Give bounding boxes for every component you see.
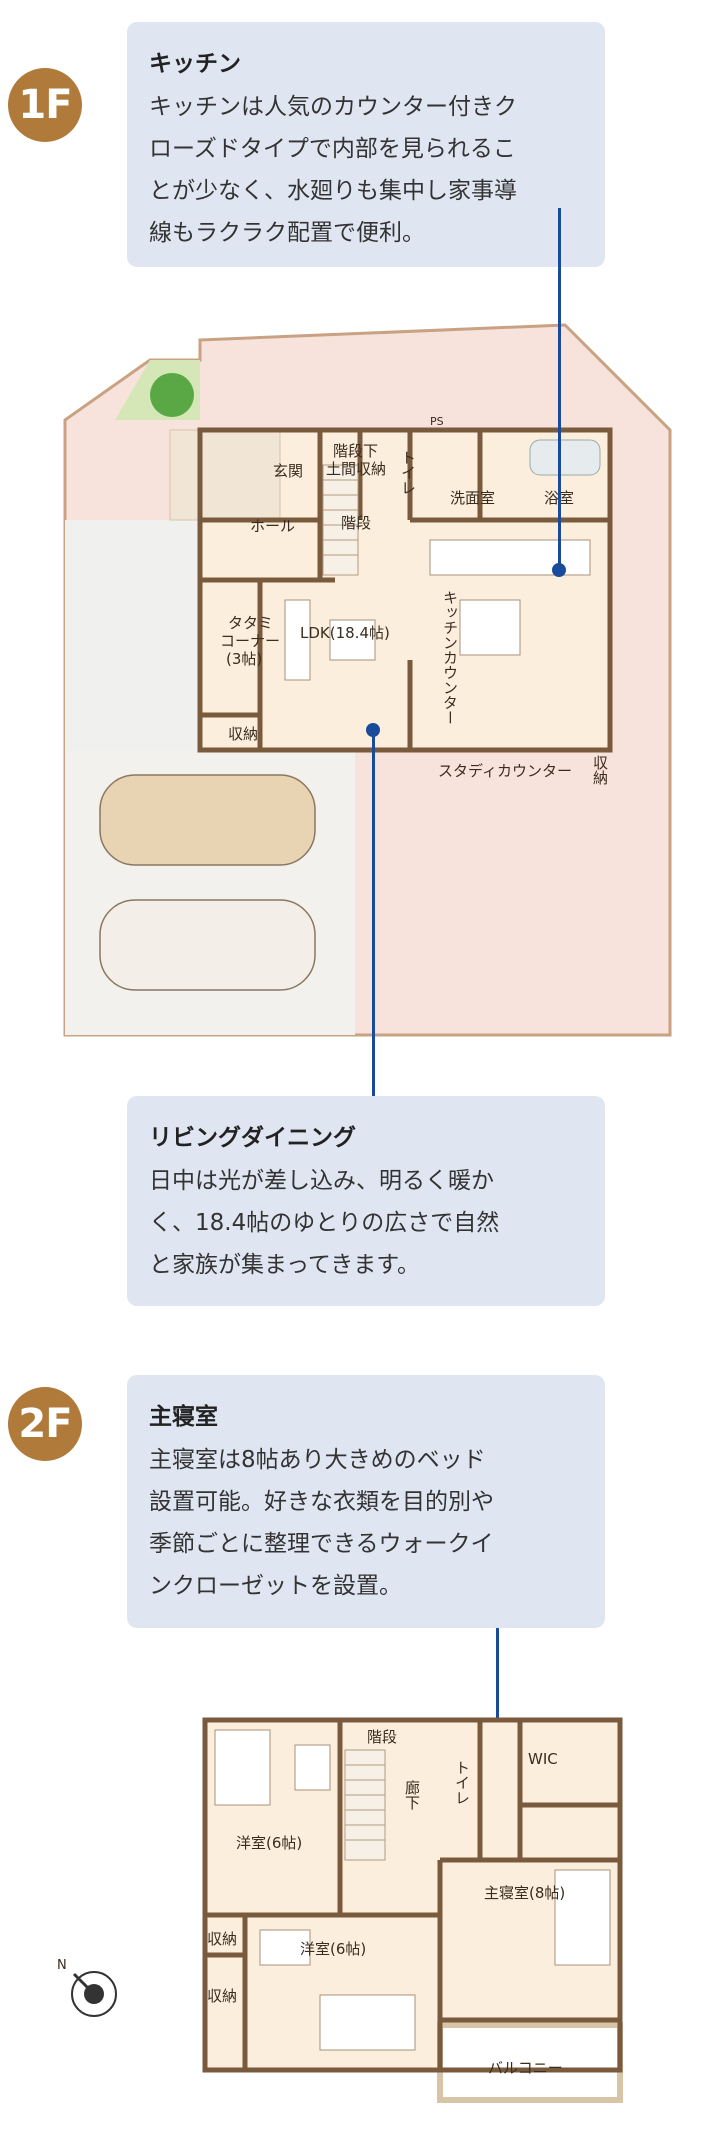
room-label-stairs-2f: 階段 (367, 1728, 398, 1746)
kitchen-callout-line: 線もラクラク配置で便利。 (149, 220, 425, 246)
living-callout-line: と家族が集まってきます。 (149, 1252, 420, 1278)
floor-1-badge: 1F (8, 68, 82, 142)
compass-icon (71, 1971, 117, 2017)
master-callout-line: 設置可能。好きな衣類を目的別や (149, 1489, 494, 1515)
sofa (284, 599, 311, 681)
room-label-tatami: (3帖) (226, 650, 263, 668)
desk (294, 1744, 331, 1791)
room-label-western-b: 洋室(6帖) (300, 1940, 367, 1958)
master-callout-title: 主寝室 (149, 1404, 218, 1430)
kitchen-pointer-line (558, 208, 561, 570)
room-label-master: 主寝室(8帖) (484, 1884, 566, 1902)
room-label-ldk: LDK(18.4帖) (300, 624, 390, 642)
stairs-2f (344, 1749, 386, 1861)
floor-1-plan (63, 323, 672, 1037)
entrance-tiles (169, 429, 281, 521)
floor-2-badge: 2F (8, 1387, 82, 1461)
room-label-storage-b: 収納 (207, 1987, 238, 2005)
stairs-1f (322, 464, 359, 576)
room-label-kitchen-counter: キッチンカウンター (441, 590, 459, 725)
bathtub (529, 439, 601, 476)
room-label-storage: 収納 (591, 755, 609, 785)
living-callout: リビングダイニング 日中は光が差し込み、明るく暖か く、18.4帖のゆとりの広さ… (127, 1096, 605, 1306)
room-label-storage: 収納 (228, 725, 259, 743)
kitchen-callout-line: ローズドタイプで内部を見られるこ (149, 136, 516, 162)
room-label-storage-a: 収納 (207, 1930, 238, 1948)
kitchen-callout-title: キッチン (149, 51, 241, 77)
kitchen-counter-shape (429, 539, 591, 576)
master-bedroom-callout: 主寝室 主寝室は8帖あり大きめのベッド 設置可能。好きな衣類を目的別や 季節ごと… (127, 1375, 605, 1628)
room-label-toilet: トイレ (399, 450, 417, 495)
room-label-entrance: 玄関 (273, 462, 304, 480)
bed (214, 1729, 271, 1806)
walls-2f (202, 1717, 623, 2073)
coffee-table (329, 619, 376, 661)
room-label-stair-storage: 階段下 (333, 442, 379, 460)
bed (319, 1994, 416, 2051)
master-callout-line: 季節ごとに整理できるウォークイ (149, 1531, 494, 1557)
walls-1f (197, 427, 613, 753)
room-label-hall: ホール (250, 517, 296, 535)
kitchen-callout-line: キッチンは人気のカウンター付きク (149, 94, 517, 120)
dining-table (459, 599, 521, 656)
room-label-wic: WIC (528, 1750, 558, 1768)
car-icon (99, 899, 316, 991)
living-callout-line: 日中は光が差し込み、明るく暖か (149, 1168, 494, 1194)
room-label-stairs: 階段 (341, 514, 372, 532)
tree-icon (150, 373, 194, 417)
bed (554, 1869, 611, 1966)
room-label-stair-storage: 土間収納 (326, 460, 387, 478)
compass-north-label: N (57, 1958, 67, 1973)
floor-2-plan (202, 1717, 623, 2103)
master-callout-line: 主寝室は8帖あり大きめのベッド (149, 1447, 486, 1473)
room-label-ps: PS (430, 415, 444, 428)
car-icon (99, 774, 316, 866)
room-label-tatami: コーナー (220, 632, 281, 650)
room-label-corridor: 廊下 (403, 1780, 421, 1810)
room-label-washroom: 洗面室 (450, 489, 496, 507)
desk (259, 1929, 311, 1966)
master-callout-line: ンクローゼットを設置。 (149, 1573, 402, 1599)
kitchen-pointer-dot (552, 563, 566, 577)
room-label-study-counter: スタディカウンター (438, 762, 572, 780)
living-callout-title: リビングダイニング (149, 1125, 356, 1151)
room-label-western-a: 洋室(6帖) (236, 1834, 303, 1852)
room-label-tatami: タタミ (228, 614, 274, 632)
living-callout-line: く、18.4帖のゆとりの広さで自然 (149, 1210, 500, 1236)
room-label-toilet-2f: トイレ (453, 1760, 471, 1805)
room-label-balcony: バルコニー (488, 2059, 563, 2077)
kitchen-callout-line: とが少なく、水廻りも集中し家事導 (149, 178, 517, 204)
kitchen-callout: キッチン キッチンは人気のカウンター付きク ローズドタイプで内部を見られるこ と… (127, 22, 605, 267)
living-pointer-line (372, 730, 375, 1106)
